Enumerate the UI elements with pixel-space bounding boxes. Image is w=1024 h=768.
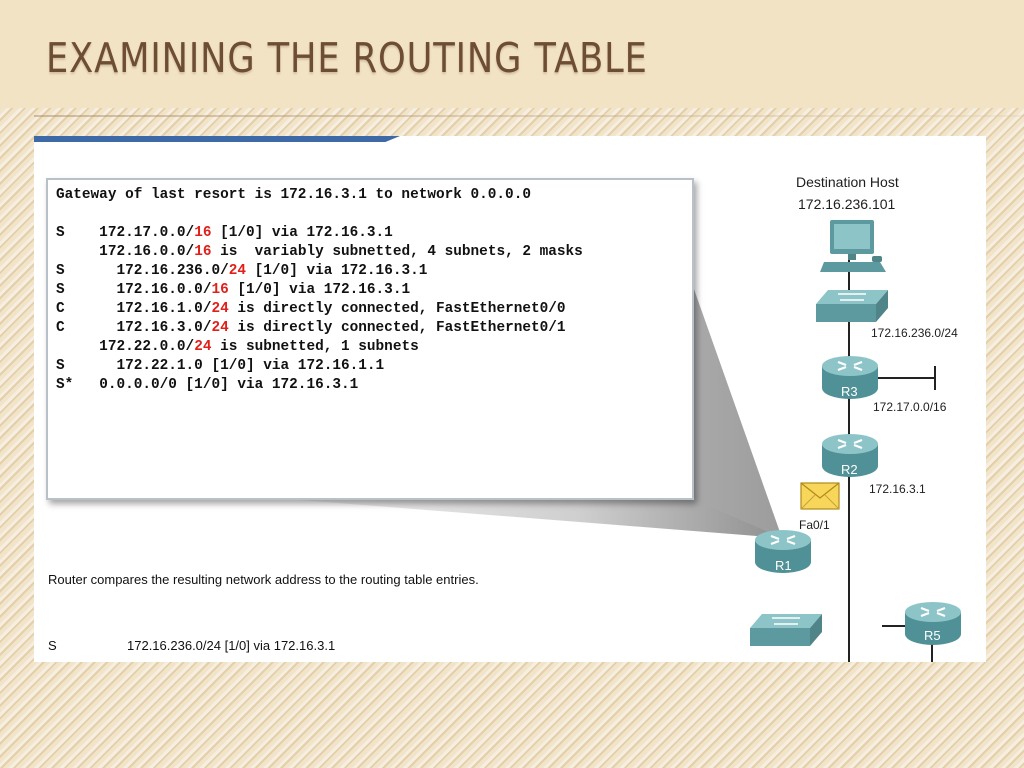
routing-table-line: C 172.16.3.0/24 is directly connected, F… [56,319,583,338]
content-panel: Gateway of last resort is 172.16.3.1 to … [34,136,986,662]
route-text: 172.16.1.0/ [64,301,212,317]
route-text-tail: is subnetted, 1 subnets [211,339,419,355]
title-rule [34,115,1024,117]
route-text: 0.0.0.0/0 [1/0] via 172.16.3.1 [73,377,359,393]
router-r1-label: R1 [775,558,792,573]
route-text: 172.16.0.0/ [64,282,212,298]
route-text: 172.16.0.0/ [56,244,195,260]
route-text: 172.17.0.0/ [64,225,195,241]
routing-table-line: S 172.16.236.0/24 [1/0] via 172.16.3.1 [56,262,583,281]
router-r3-label: R3 [841,384,858,399]
envelope-icon [800,482,840,510]
route-mask: 24 [211,320,229,336]
routing-table-lines: Gateway of last resort is 172.16.3.1 to … [56,186,583,395]
route-code: C [56,301,65,317]
routing-table-line [56,205,583,224]
route-code: C [56,320,65,336]
route-text: 172.16.236.0/ [64,263,229,279]
routing-table-line: S 172.16.0.0/16 [1/0] via 172.16.3.1 [56,281,583,300]
r1-interface-label: Fa0/1 [799,518,830,532]
router-icon [822,356,878,399]
route-mask: 16 [211,282,229,298]
route-mask: 24 [211,301,229,317]
router-icon [822,434,878,477]
network-topology: Destination Host 172.16.236.101 172.16.2… [734,136,986,662]
routing-table-line: Gateway of last resort is 172.16.3.1 to … [56,186,583,205]
route-code: S* [56,377,74,393]
route-text-tail: is directly connected, FastEthernet0/0 [228,301,566,317]
route-text-tail: [1/0] via 172.16.3.1 [228,282,411,298]
route-code: S [56,225,65,241]
router-icon [905,602,961,645]
computer-icon [820,220,886,272]
routing-table-line: C 172.16.1.0/24 is directly connected, F… [56,300,583,319]
router-icon [755,530,811,573]
r3-lan-network-label: 172.16.236.0/24 [871,326,958,340]
route-code: S [56,263,65,279]
switch-icon [750,614,822,646]
router-r2-label: R2 [841,462,858,477]
route-mask: 24 [228,263,247,279]
panel-accent-bar [34,136,400,142]
route-text: 172.16.3.0/ [64,320,212,336]
route-text: 172.22.0.0/ [56,339,195,355]
route-text-tail: [1/0] via 172.16.3.1 [246,263,428,279]
route-mask: 16 [194,244,212,260]
route-mask: 16 [194,225,212,241]
route-code: S [56,358,65,374]
destination-host-ip: 172.16.236.101 [798,196,896,212]
r2-link-address-label: 172.16.3.1 [869,482,926,496]
matched-entry-code: S [48,638,57,653]
route-code: Gateway of last resort is 172.16.3.1 to … [56,187,531,203]
r3-stub-network-label: 172.17.0.0/16 [873,400,947,414]
route-text-tail: is variably subnetted, 4 subnets, 2 mask… [211,244,583,260]
caption-text: Router compares the resulting network ad… [48,572,479,587]
routing-table-line: S 172.17.0.0/16 [1/0] via 172.16.3.1 [56,224,583,243]
route-code: S [56,282,65,298]
matched-entry-text: 172.16.236.0/24 [1/0] via 172.16.3.1 [127,638,336,653]
routing-table-line: S 172.22.1.0 [1/0] via 172.16.1.1 [56,357,583,376]
router-r5-label: R5 [924,628,941,643]
routing-table-output: Gateway of last resort is 172.16.3.1 to … [46,178,694,500]
routing-table-line: 172.16.0.0/16 is variably subnetted, 4 s… [56,243,583,262]
slide-title: EXAMINING THE ROUTING TABLE [46,34,648,82]
routing-table-line: S* 0.0.0.0/0 [1/0] via 172.16.3.1 [56,376,583,395]
destination-host-label: Destination Host [796,174,899,190]
title-band [0,0,1024,108]
route-text-tail: is directly connected, FastEthernet0/1 [228,320,566,336]
switch-icon [816,290,888,322]
routing-table-line: 172.22.0.0/24 is subnetted, 1 subnets [56,338,583,357]
route-mask: 24 [194,339,212,355]
route-text: 172.22.1.0 [1/0] via 172.16.1.1 [64,358,385,374]
route-text-tail: [1/0] via 172.16.3.1 [211,225,393,241]
